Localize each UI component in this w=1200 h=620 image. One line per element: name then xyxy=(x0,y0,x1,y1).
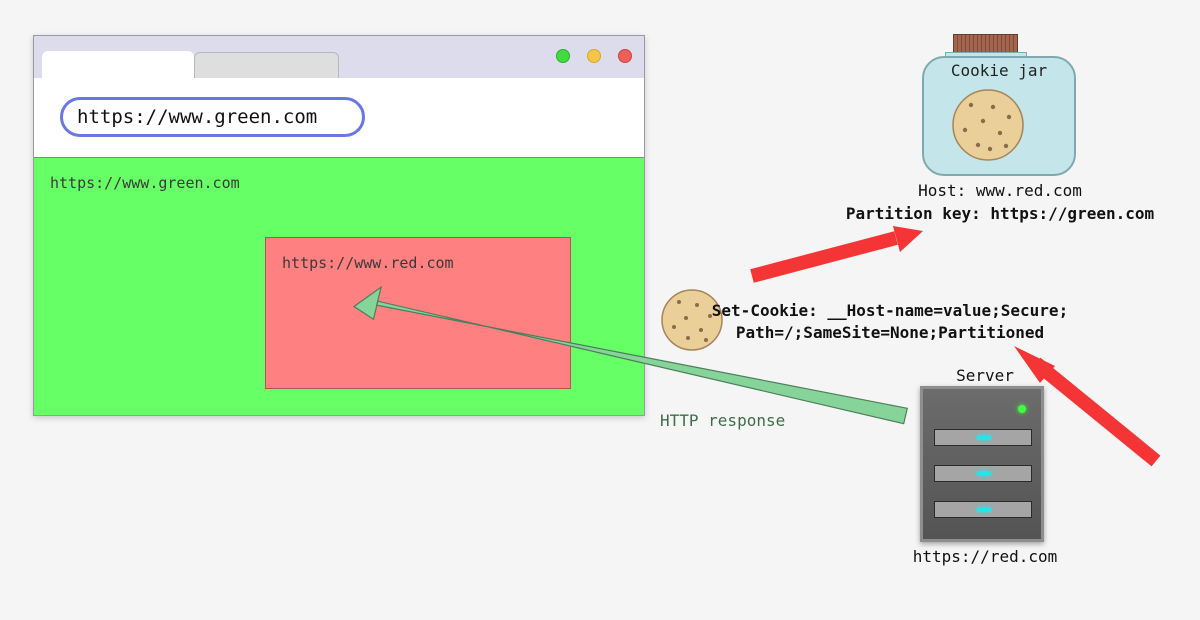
set-cookie-header-text: Set-Cookie: __Host-name=value;Secure; Pa… xyxy=(640,300,1140,344)
drive-activity-light xyxy=(977,507,991,512)
browser-tab-active[interactable] xyxy=(42,51,194,79)
close-window-button[interactable] xyxy=(618,49,632,63)
store-cookie-arrow xyxy=(750,226,923,283)
minimize-window-button[interactable] xyxy=(587,49,601,63)
address-bar-url: https://www.green.com xyxy=(77,106,318,128)
server-power-led xyxy=(1018,405,1026,413)
browser-tab-inactive[interactable] xyxy=(194,52,339,78)
http-response-arrow xyxy=(352,285,909,425)
cookie-jar-title: Cookie jar xyxy=(950,61,1048,80)
http-response-label: HTTP response xyxy=(660,411,786,430)
top-level-page-url: https://www.green.com xyxy=(50,174,240,192)
server-url: https://red.com xyxy=(912,547,1058,566)
server-title: Server xyxy=(956,366,1014,385)
top-level-page-frame: https://www.green.com https://www.red.co… xyxy=(34,157,644,415)
address-bar[interactable]: https://www.green.com xyxy=(60,97,365,137)
server-drive-bay xyxy=(934,501,1032,518)
cookie-host-text: Host: www.red.com xyxy=(918,181,1082,200)
browser-window: https://www.green.com https://www.green.… xyxy=(33,35,645,416)
iframe-url: https://www.red.com xyxy=(282,254,454,272)
server-icon xyxy=(920,386,1044,542)
maximize-window-button[interactable] xyxy=(556,49,570,63)
cookie-icon xyxy=(661,289,723,351)
incoming-header-arrow xyxy=(1014,346,1161,467)
embedded-iframe: https://www.red.com xyxy=(265,237,571,389)
drive-activity-light xyxy=(977,471,991,476)
cookie-partition-key-text: Partition key: https://green.com xyxy=(845,204,1155,223)
cookie-in-jar-icon xyxy=(952,89,1024,161)
set-cookie-line-2: Path=/;SameSite=None;Partitioned xyxy=(735,323,1045,342)
set-cookie-line-1: Set-Cookie: __Host-name=value;Secure; xyxy=(711,301,1069,320)
server-drive-bay xyxy=(934,465,1032,482)
drive-activity-light xyxy=(977,435,991,440)
server-drive-bay xyxy=(934,429,1032,446)
